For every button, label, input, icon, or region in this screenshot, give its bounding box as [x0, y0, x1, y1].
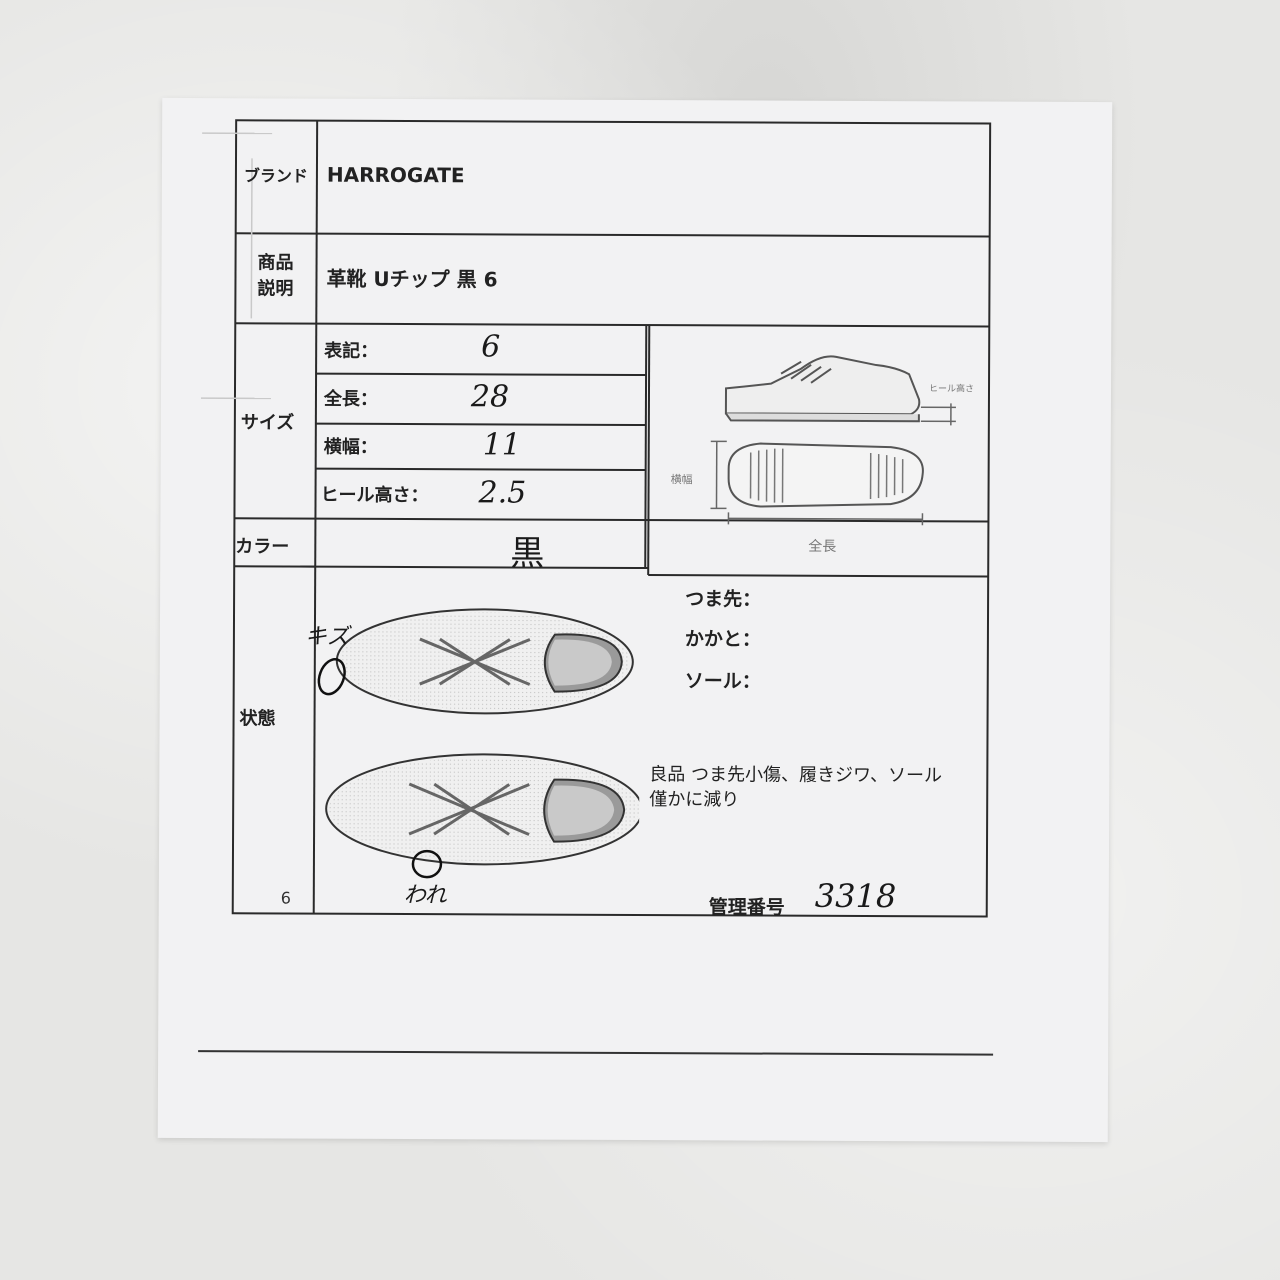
diagram-length-label: 全長 [808, 538, 836, 555]
size-row-label-marking: 表記： [324, 340, 379, 362]
shoe-top-view-upper [335, 608, 634, 715]
desc-value: 革靴 Uチップ 黒 6 [326, 266, 498, 292]
desc-label-line1: 商品 [257, 252, 294, 274]
mark-wear: われ [403, 882, 447, 909]
size-row-label-heel: ヒール高さ： [320, 484, 429, 507]
size-row-label-length: 全長： [323, 388, 379, 410]
brand-label: ブランド [243, 166, 308, 186]
management-number-value: 3318 [814, 876, 897, 916]
management-number-label: 管理番号 [708, 896, 785, 919]
shoe-top-view-diagrams [317, 608, 641, 879]
mark-scratch: キズ [304, 624, 349, 650]
condition-label: 状態 [239, 708, 276, 730]
size-row-value-width: 11 [482, 427, 522, 463]
condition-note-line2: 僅かに減り [649, 789, 740, 811]
condition-number: 6 [280, 888, 292, 908]
size-row-value-length: 28 [470, 379, 510, 415]
toe-label: つま先： [685, 588, 762, 611]
diagram-width-label: 横幅 [671, 472, 693, 486]
color-label: カラー [235, 536, 290, 558]
size-row-value-heel: 2.5 [478, 475, 527, 511]
size-label: サイズ [240, 412, 295, 434]
size-row-label-width: 横幅： [323, 436, 378, 458]
brand-value: HARROGATE [326, 162, 465, 188]
shoe-measurement-diagram: ヒール高さ 横幅 [671, 355, 974, 555]
shoe-side-view [724, 355, 921, 423]
diagram-heel-label: ヒール高さ [929, 382, 974, 394]
shoe-sole-view [727, 442, 924, 508]
size-row-value-marking: 6 [481, 329, 501, 365]
condition-note-line1: 良品 つま先小傷、履きジワ、ソール [649, 764, 943, 787]
heel-condition-label: かかと： [684, 628, 761, 651]
color-value: 黒 [510, 533, 545, 574]
form-grid [200, 119, 992, 918]
shoe-top-view-lower [325, 753, 641, 866]
measurement-sheet: ブランド 商品 説明 サイズ カラー 状態 6 HARROGATE 革靴 Uチッ… [157, 97, 1113, 1143]
sole-label: ソール： [684, 670, 761, 693]
desc-label-line2: 説明 [257, 278, 294, 300]
